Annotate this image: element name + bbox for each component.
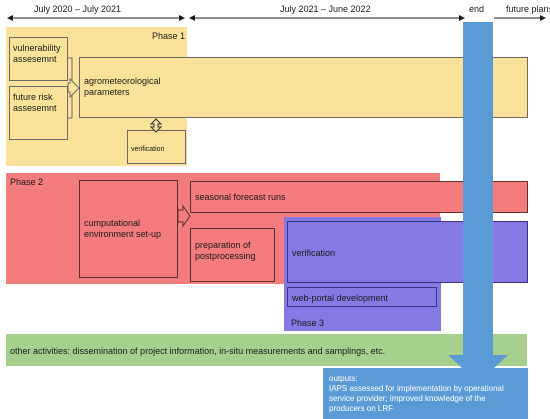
agro-box: agrometeorological parameters bbox=[79, 57, 528, 118]
outputs-title: outputs: bbox=[329, 374, 358, 383]
verification-box-1: verification bbox=[127, 130, 186, 164]
hollow-arrow-1 bbox=[67, 77, 80, 99]
future-risk-box: future risk assesemnt bbox=[9, 86, 68, 140]
seasonal-text: seasonal forecast runs bbox=[195, 192, 286, 202]
phase1-label: Phase 1 bbox=[152, 31, 186, 41]
webportal-box: web-portal development bbox=[287, 287, 437, 307]
hollow-arrow-2 bbox=[177, 204, 191, 228]
end-arrow-shaft bbox=[463, 22, 493, 368]
postprocessing-text: preparation of postprocessing bbox=[195, 240, 256, 261]
verification-text-2: verification bbox=[292, 248, 336, 258]
timeline-period-2: July 2021 – June 2022 bbox=[280, 4, 371, 14]
timeline-arrows bbox=[7, 15, 546, 21]
future-risk-text: future risk assesemnt bbox=[13, 92, 57, 113]
updown-arrow bbox=[149, 118, 163, 133]
computational-text: cumputational environment set-up bbox=[84, 218, 162, 239]
phase2-connector bbox=[177, 204, 191, 228]
outputs-text: IAPS assessed for implementation by oper… bbox=[329, 384, 504, 413]
timeline-end: end bbox=[469, 4, 485, 14]
agro-text: agrometeorological parameters bbox=[84, 76, 161, 97]
phase3-label: Phase 3 bbox=[291, 318, 325, 328]
postprocessing-box: preparation of postprocessing bbox=[190, 228, 275, 282]
computational-box: cumputational environment set-up bbox=[79, 180, 178, 278]
phase2-label: Phase 2 bbox=[10, 177, 44, 187]
other-activities-bar: other activities: dissemination of proje… bbox=[6, 334, 527, 366]
other-activities-text: other activities: dissemination of proje… bbox=[10, 346, 386, 356]
phase1-connectors bbox=[67, 57, 163, 133]
timeline-period-1: July 2020 – July 2021 bbox=[34, 4, 122, 14]
webportal-text: web-portal development bbox=[292, 293, 389, 303]
verification-text-1: verification bbox=[131, 146, 165, 153]
vulnerability-text: vulnerability assesemnt bbox=[13, 43, 61, 64]
timeline-future: future plans bbox=[506, 4, 550, 14]
vulnerability-box: vulnerability assesemnt bbox=[9, 37, 68, 81]
outputs-box: outputs: IAPS assessed for implementatio… bbox=[323, 368, 528, 419]
